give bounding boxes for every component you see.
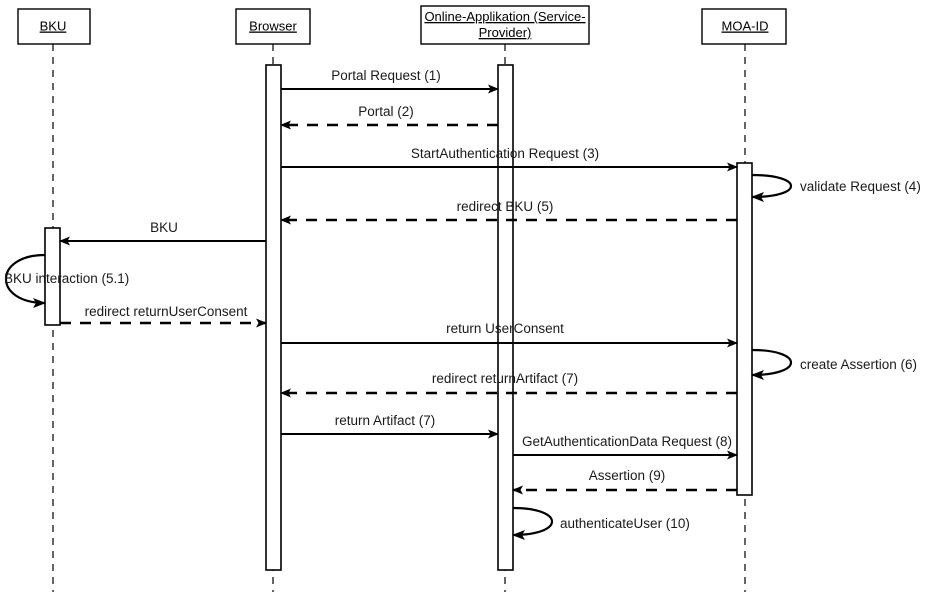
message-label: return UserConsent <box>446 321 564 336</box>
message-label: GetAuthenticationData Request (8) <box>522 434 732 449</box>
message-9[interactable]: Assertion (9) <box>512 468 737 495</box>
message-label: redirect returnArtifact (7) <box>432 371 578 386</box>
participant-label-bku: BKU <box>40 19 67 34</box>
message-2[interactable]: Portal (2) <box>280 104 498 130</box>
participant-label-oa: Online-Applikation (Service- <box>424 9 585 24</box>
participant-label-browser: Browser <box>249 19 297 34</box>
message-5-1[interactable]: BKU interaction (5.1) <box>4 253 129 308</box>
activation-bar-moaid <box>736 162 753 496</box>
message-4[interactable]: validate Request (4) <box>751 173 921 202</box>
activations-layer <box>44 64 753 571</box>
participant-head-moaid[interactable]: MOA-ID <box>701 8 787 45</box>
message-3[interactable]: StartAuthentication Request (3) <box>281 146 738 172</box>
message-label: validate Request (4) <box>800 179 921 194</box>
participant-head-oa[interactable]: Online-Applikation (Service-Provider) <box>420 5 590 45</box>
message-7[interactable]: redirect returnArtifact (7) <box>280 371 737 398</box>
messages-layer: Portal Request (1) Portal (2) StartAuthent… <box>4 68 921 540</box>
message-label: Assertion (9) <box>589 468 666 483</box>
message-arrow-self <box>512 506 554 540</box>
message-label: redirect returnUserConsent <box>85 304 248 319</box>
message-label: Portal (2) <box>358 104 414 119</box>
message-7-1[interactable]: return Artifact (7) <box>281 413 499 439</box>
message-8[interactable]: GetAuthenticationData Request (8) <box>513 434 738 460</box>
message-6-01[interactable]: return UserConsent <box>281 321 738 348</box>
participant-box-oa <box>420 5 590 45</box>
message-6[interactable]: create Assertion (6) <box>751 348 917 380</box>
message-1[interactable]: Portal Request (1) <box>281 68 499 94</box>
participant-head-browser[interactable]: Browser <box>235 8 311 45</box>
participant-box-browser <box>235 8 311 45</box>
message-label: return Artifact (7) <box>335 413 436 428</box>
message-arrow-self <box>5 253 46 308</box>
message-arrow-self <box>751 348 793 380</box>
message-5-2[interactable]: redirect returnUserConsent <box>60 304 267 328</box>
message-label: BKU interaction (5.1) <box>4 271 129 286</box>
participant-label-oa: Provider) <box>479 25 532 40</box>
activation-bar-bku <box>44 227 61 326</box>
participant-box-bku <box>17 8 91 45</box>
message-arrow-self <box>751 173 793 202</box>
message-label: StartAuthentication Request (3) <box>411 146 599 161</box>
message-label: redirect BKU (5) <box>457 199 554 214</box>
participant-label-moaid: MOA-ID <box>722 19 769 34</box>
participant-heads-layer: BKU Browser Online-Applikation (Service-Pr… <box>17 5 787 45</box>
activation-bar-oa <box>497 64 514 571</box>
message-5[interactable]: redirect BKU (5) <box>280 199 737 225</box>
message-label: authenticateUser (10) <box>560 516 690 531</box>
participant-box-moaid <box>701 8 787 45</box>
message-10[interactable]: authenticateUser (10) <box>512 506 690 540</box>
message-label: create Assertion (6) <box>800 357 917 372</box>
activation-bar-browser <box>265 64 282 571</box>
message-5-01[interactable]: BKU <box>59 220 266 246</box>
participant-head-bku[interactable]: BKU <box>17 8 91 45</box>
message-label: BKU <box>150 220 178 235</box>
message-label: Portal Request (1) <box>331 68 441 83</box>
